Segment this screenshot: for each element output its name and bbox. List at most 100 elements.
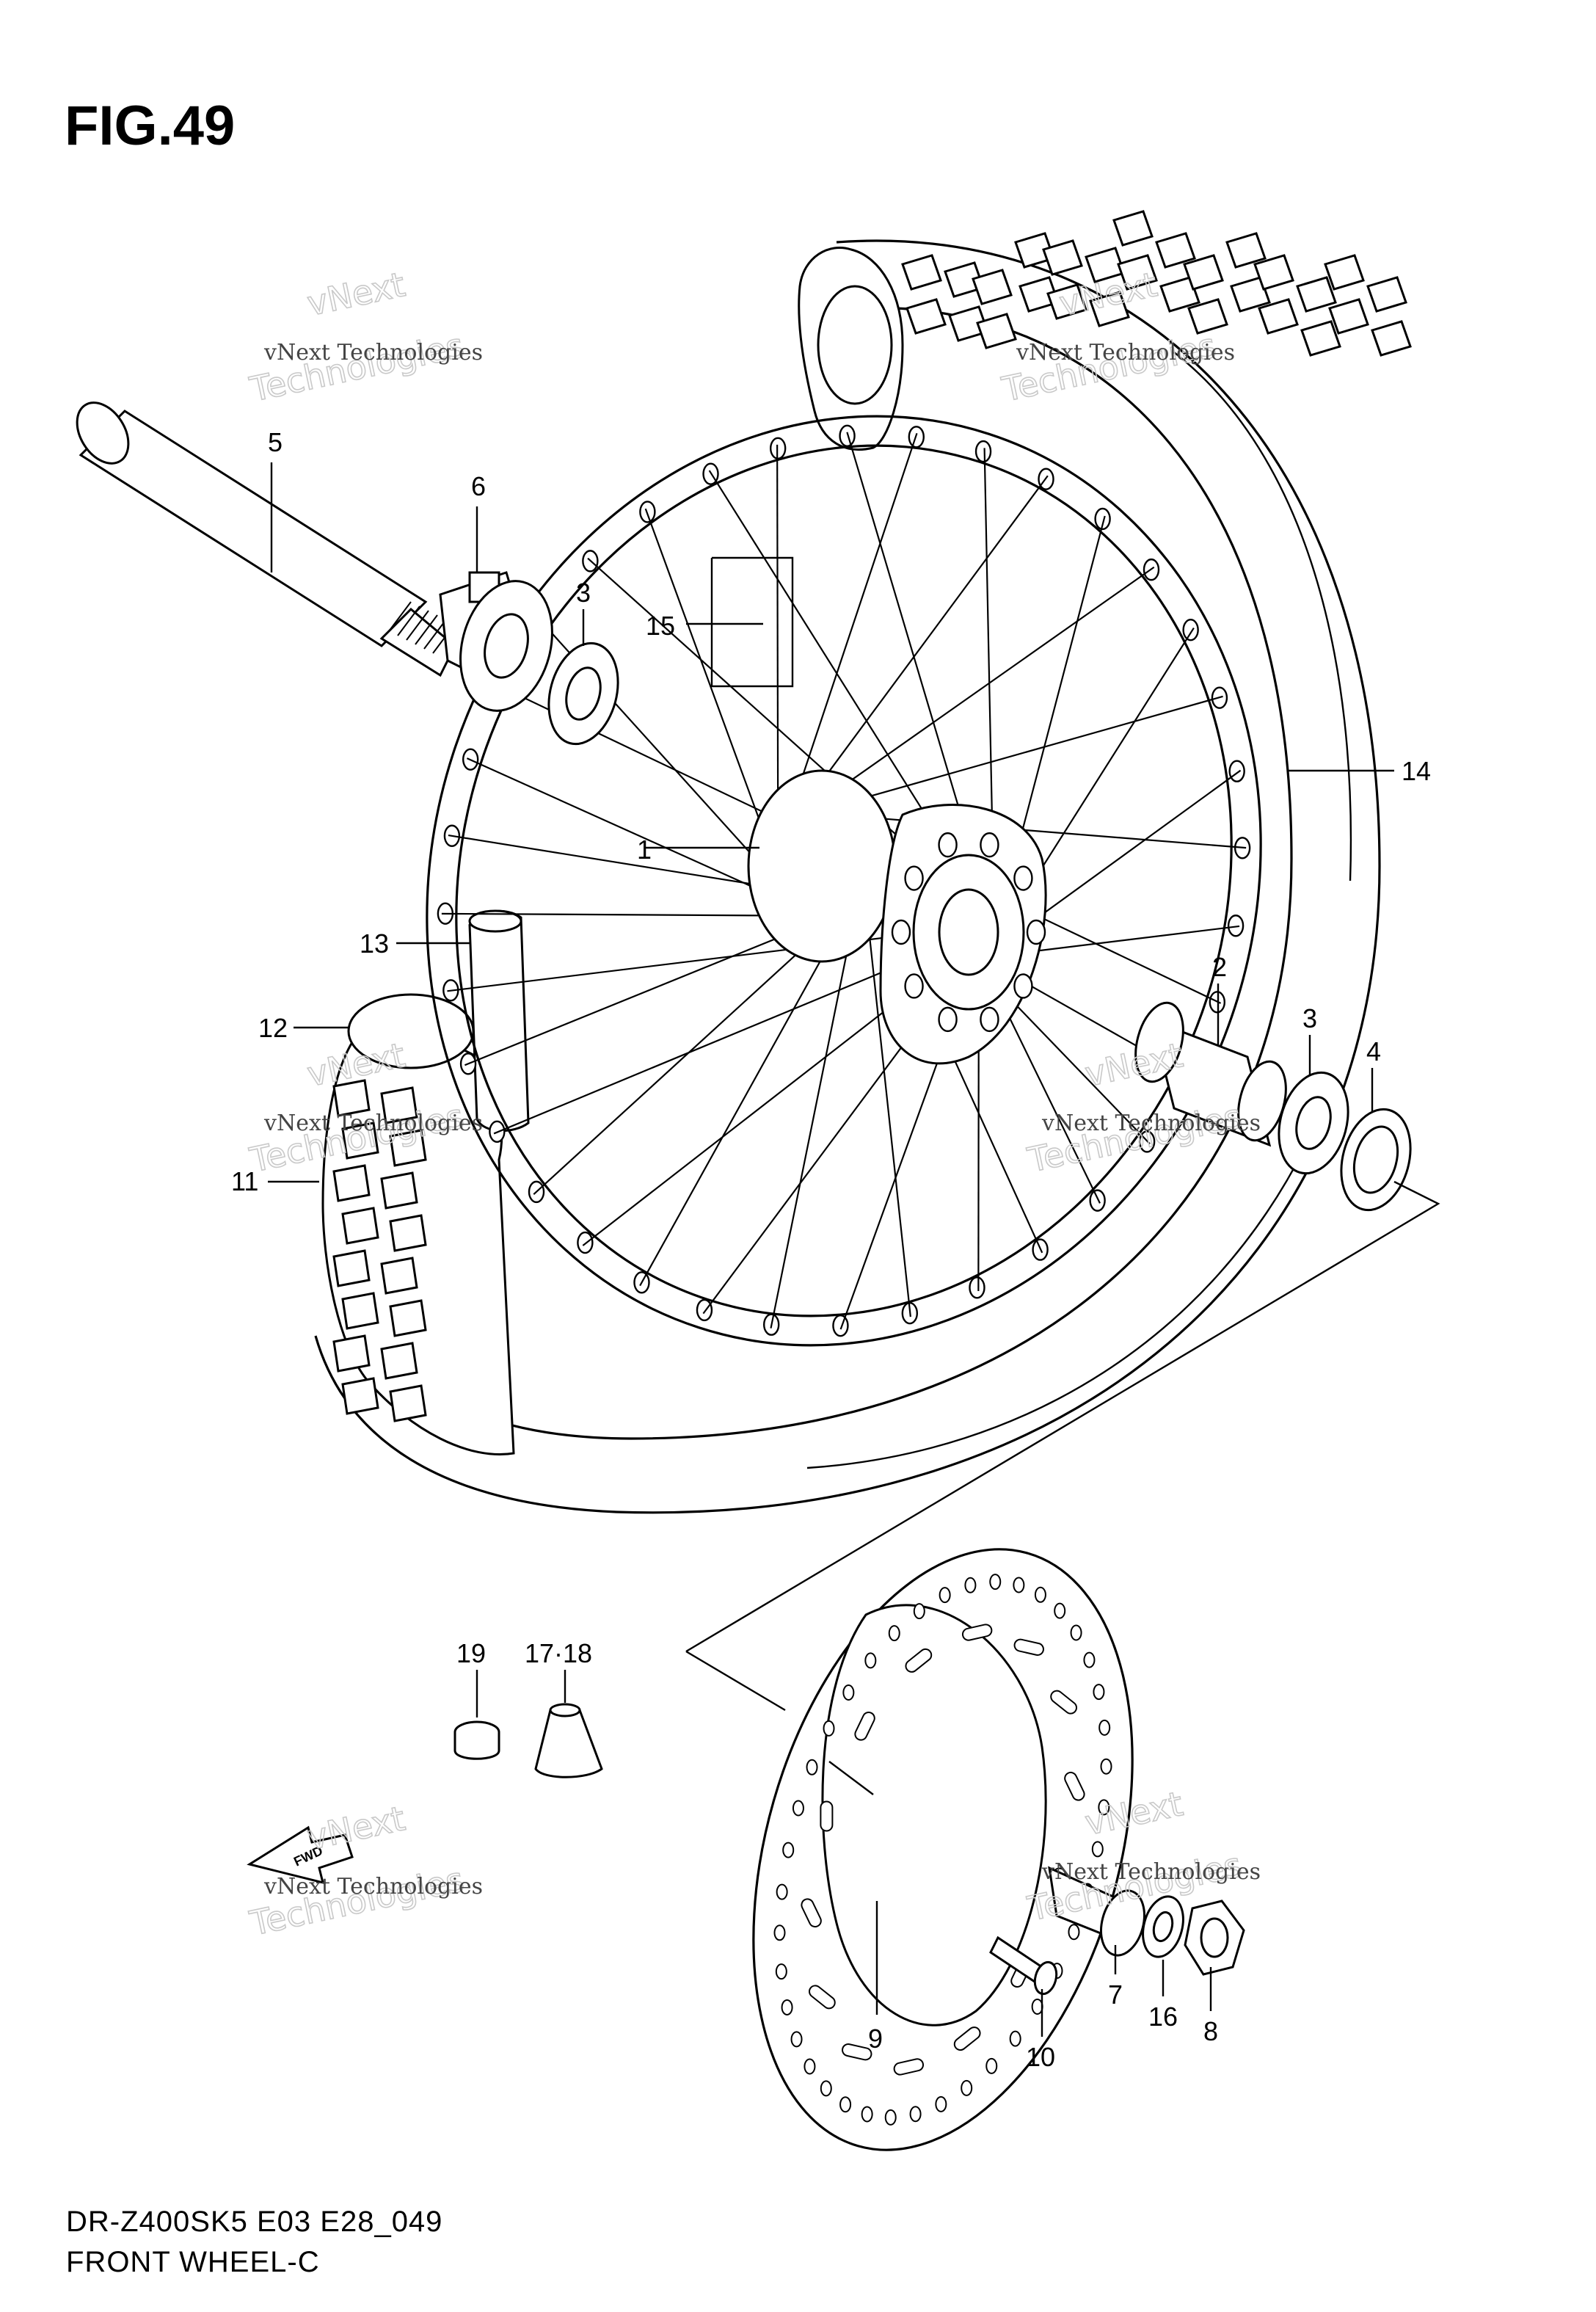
hub-hole xyxy=(891,919,911,945)
tread-block xyxy=(901,254,942,291)
tread-block xyxy=(341,1122,379,1160)
spoke-nipple xyxy=(1182,619,1199,641)
figure-title: FIG.49 xyxy=(65,95,236,157)
disc-slot xyxy=(808,1985,836,2010)
disc-hole xyxy=(1031,1998,1043,2015)
spoke xyxy=(983,448,994,875)
disc-slot xyxy=(893,2058,925,2076)
tread-block xyxy=(332,1334,371,1373)
tire xyxy=(314,210,1412,1514)
disc-hole xyxy=(775,1963,787,1980)
watermark-bottom: Technologies xyxy=(1024,1096,1245,1179)
spoke xyxy=(464,926,804,1066)
disc-hole xyxy=(1100,1758,1112,1775)
disc-hole xyxy=(939,1587,951,1604)
tread-block xyxy=(341,1377,379,1415)
disc-slot xyxy=(905,1648,933,1673)
tread-block xyxy=(380,1086,418,1124)
thread xyxy=(423,619,447,650)
disc-hole xyxy=(989,1574,1002,1591)
spoke xyxy=(533,931,822,1196)
bearing-left xyxy=(547,641,619,746)
washer xyxy=(1142,1895,1184,1958)
spoke-nipple xyxy=(1228,760,1245,782)
disc-hole xyxy=(935,2095,947,2112)
tread-block xyxy=(1253,254,1294,291)
disc-hole xyxy=(913,1603,925,1620)
spoke xyxy=(789,432,918,815)
callout-10: 10 xyxy=(1026,2042,1055,2072)
callout-4: 4 xyxy=(1366,1036,1381,1066)
spoke-nipple xyxy=(577,1231,594,1254)
speedometer-gearbox xyxy=(439,571,553,712)
spoke-nipple xyxy=(969,1276,985,1299)
tread-block xyxy=(1296,276,1337,313)
spoke xyxy=(770,917,855,1328)
disc-hole xyxy=(806,1759,818,1775)
spoke xyxy=(823,566,1155,801)
tread-block xyxy=(341,1292,379,1330)
callout-11: 11 xyxy=(231,1166,258,1196)
disc-slot xyxy=(854,1712,875,1741)
disc-hole xyxy=(1034,1586,1046,1603)
axle-spacer-right xyxy=(1048,1866,1145,1957)
spoke xyxy=(864,900,911,1317)
spoke xyxy=(846,432,977,868)
disc-hole xyxy=(820,2080,832,2097)
valve-cap xyxy=(453,1720,500,1760)
disc-hole xyxy=(964,1577,977,1593)
disc-hole xyxy=(961,2079,973,2096)
tread-block xyxy=(1155,232,1196,269)
bearing-right xyxy=(1278,1071,1349,1175)
callout-12: 12 xyxy=(258,1013,288,1043)
disc-hole xyxy=(781,1999,793,2015)
watermark-top: vNext xyxy=(304,1798,409,1858)
watermark-top: vNext xyxy=(1082,1784,1187,1843)
tread-block xyxy=(1042,239,1083,276)
watermark-bottom: Technologies xyxy=(247,325,467,409)
brake-disc xyxy=(752,1548,1134,2151)
tread-block xyxy=(1225,232,1267,269)
oil-seal xyxy=(1340,1108,1412,1212)
spoke xyxy=(804,475,1049,804)
leader-lines xyxy=(268,462,1394,2037)
thread xyxy=(388,601,412,632)
spoke-nipple xyxy=(1089,1189,1106,1212)
disc-hole xyxy=(909,2106,922,2123)
spoke-nipple xyxy=(1227,915,1245,937)
tread-block xyxy=(389,1129,427,1167)
disc-hole xyxy=(1098,1719,1111,1736)
disc-hole xyxy=(1009,2030,1021,2047)
disc-slot xyxy=(842,2043,872,2061)
disc-hole xyxy=(842,1684,855,1701)
footer-model-code: DR-Z400SK5 E03 E28_049 xyxy=(66,2206,443,2238)
disc-hole xyxy=(839,2096,852,2113)
disc-hole xyxy=(884,2109,897,2126)
disc-slot xyxy=(1013,1638,1044,1656)
watermark-line: vNext Technologies xyxy=(1041,1110,1261,1136)
tread-block xyxy=(1324,254,1365,291)
watermark-line: vNext Technologies xyxy=(1016,340,1235,366)
spoke xyxy=(644,508,773,854)
disc-hole xyxy=(792,1800,804,1817)
disc-hole xyxy=(864,1652,877,1669)
callout-19: 19 xyxy=(456,1638,486,1668)
disc-hole xyxy=(1083,1651,1096,1668)
spoke xyxy=(776,444,779,832)
thread xyxy=(397,606,420,636)
callout-3-right: 3 xyxy=(1302,1003,1317,1033)
tread-block xyxy=(1258,298,1299,335)
tire-tread-top xyxy=(901,210,1412,357)
disc-hole xyxy=(773,1924,786,1941)
wheel-hub xyxy=(747,769,1047,1065)
spoke xyxy=(441,912,788,917)
spoke xyxy=(466,757,778,899)
disc-hole xyxy=(1013,1577,1025,1593)
disc-hole xyxy=(790,2031,803,2048)
disc-hole xyxy=(1098,1799,1110,1816)
tread-block xyxy=(332,1079,371,1117)
callout-17-18: 17·18 xyxy=(525,1638,592,1668)
